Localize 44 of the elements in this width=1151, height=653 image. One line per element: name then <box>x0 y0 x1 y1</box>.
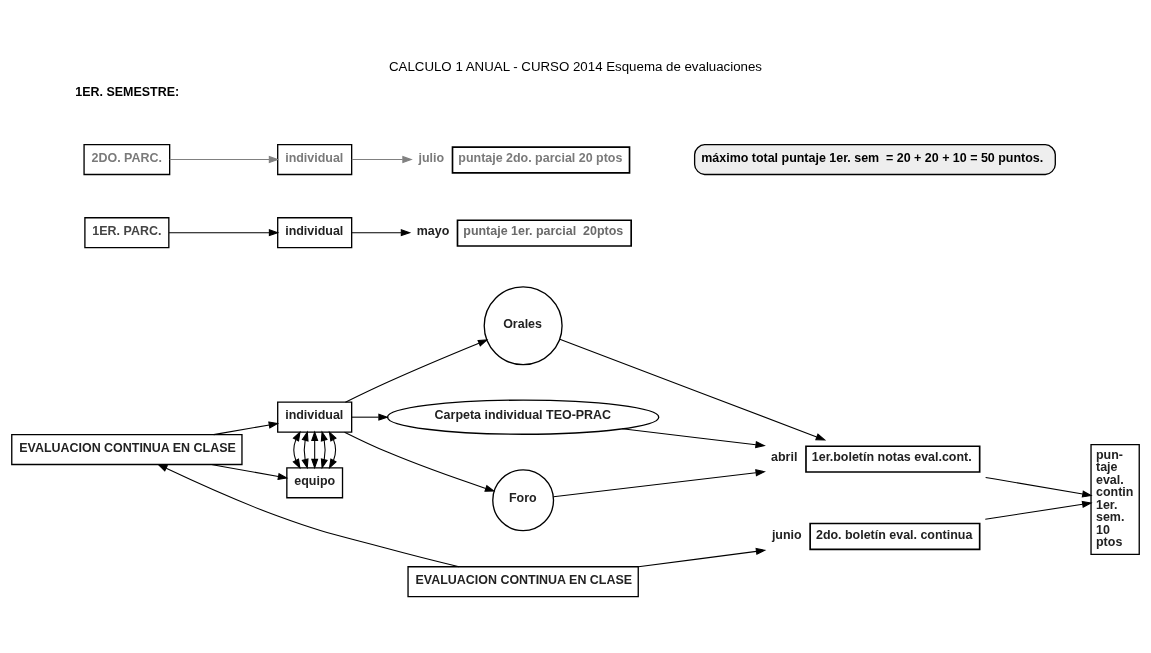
node-circle: Foro <box>492 468 555 531</box>
arrow <box>621 427 766 448</box>
node-box: individual <box>277 143 353 175</box>
arrow <box>328 430 337 469</box>
arrow <box>344 338 489 403</box>
arrow <box>157 463 460 567</box>
caption: máximo total puntaje 1er. sem = 20 + 20 + 10 = 50 puntos. <box>701 150 1044 165</box>
arrow <box>351 413 389 421</box>
node-label: mayo <box>416 223 450 238</box>
arrow <box>637 547 767 567</box>
arrow <box>168 228 280 236</box>
arrow <box>169 155 280 163</box>
diagram-title: CALCULO 1 ANUAL - CURSO 2014 Esquema de evaluaciones <box>388 58 763 74</box>
node-box: individual <box>277 401 353 433</box>
arrow <box>292 430 301 469</box>
node-box: equipo <box>286 466 344 498</box>
arrow <box>985 476 1093 498</box>
node-box: pun- taje eval. contin 1er. sem. 10 ptos <box>1090 443 1140 555</box>
node-box: 1ER. PARC. <box>84 216 170 248</box>
arrow <box>559 338 827 440</box>
node-box: EVALUACION CONTINUA EN CLASE <box>407 565 639 597</box>
node-box: puntaje 2do. parcial 20 ptos <box>451 145 631 174</box>
node-circle: Orales <box>483 285 563 365</box>
node-label: abril <box>771 449 798 464</box>
arrow <box>351 155 413 163</box>
node-label: julio <box>418 150 445 165</box>
node-box: individual <box>277 216 353 248</box>
arrow <box>351 228 412 236</box>
arrow <box>320 430 328 469</box>
node-box: 2DO. PARC. <box>83 143 171 175</box>
node-ellipse: Carpeta individual TEO-PRAC <box>386 398 660 435</box>
node-box: 1er.boletín notas eval.cont. <box>805 444 981 473</box>
arrow <box>301 430 309 469</box>
arrow <box>211 463 289 480</box>
node-label: junio <box>771 527 802 541</box>
arrow <box>984 500 1093 520</box>
node-box: puntaje 1er. parcial 20ptos <box>456 218 632 247</box>
arrow <box>311 430 319 469</box>
label: 1ER. SEMESTRE: <box>75 84 180 99</box>
node-box: EVALUACION CONTINUA EN CLASE <box>11 433 243 465</box>
arrow <box>213 420 280 435</box>
arrow <box>553 468 766 497</box>
node-box: 2do. boletín eval. continua <box>809 522 981 550</box>
arrow <box>344 431 496 492</box>
